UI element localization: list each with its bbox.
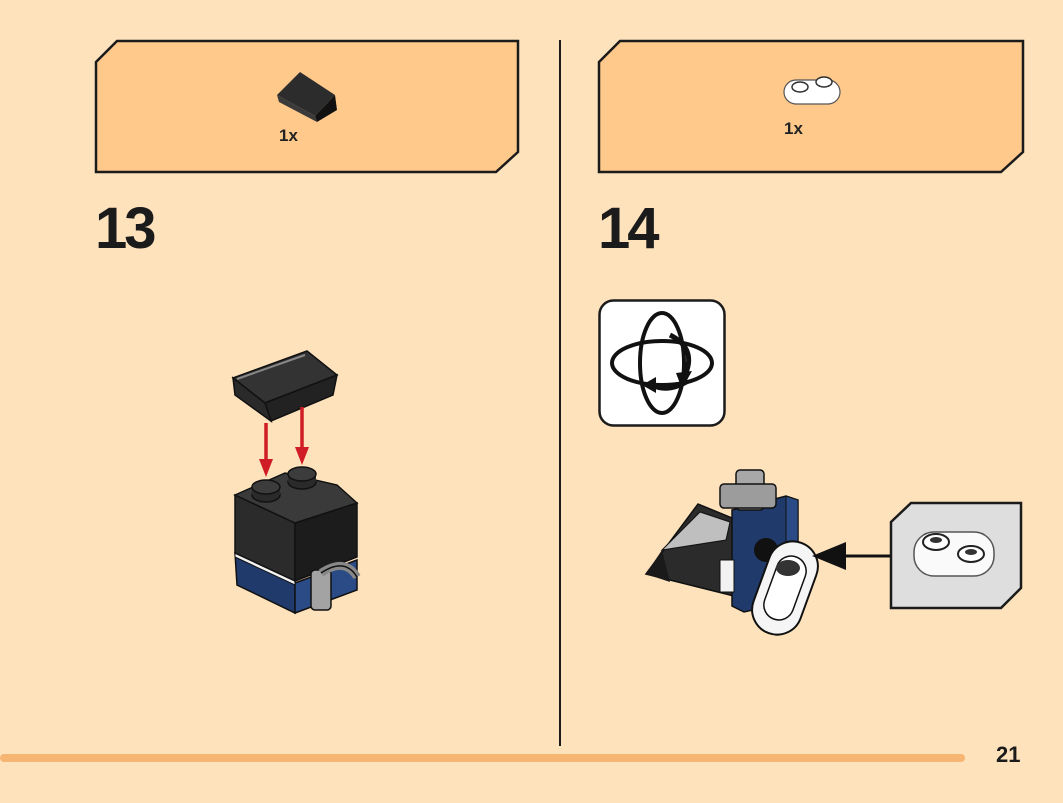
parts-box-step-13 (94, 39, 520, 174)
step-number-13: 13 (95, 196, 156, 261)
page-number: 21 (996, 742, 1021, 767)
white-plate-attached (751, 540, 819, 636)
placement-arrows (259, 407, 309, 477)
step-divider (559, 40, 561, 746)
part-quantity-step-14: 1x (784, 119, 803, 138)
page-progress-bar (0, 754, 965, 762)
black-wedge (644, 503, 735, 597)
parts-box-step-14 (597, 39, 1025, 174)
step-13-model (231, 350, 361, 615)
plate-1x2-rounded-icon (783, 76, 841, 105)
callout-box (889, 501, 1023, 610)
part-quantity-step-13: 1x (279, 126, 298, 145)
slope-brick-icon (277, 72, 337, 122)
step-14-model (644, 469, 1023, 636)
attach-arrow (812, 542, 892, 570)
falling-slope-brick (231, 350, 339, 423)
base-model (233, 466, 361, 615)
rotate-model-icon (598, 299, 726, 427)
step-number-14: 14 (598, 196, 659, 261)
